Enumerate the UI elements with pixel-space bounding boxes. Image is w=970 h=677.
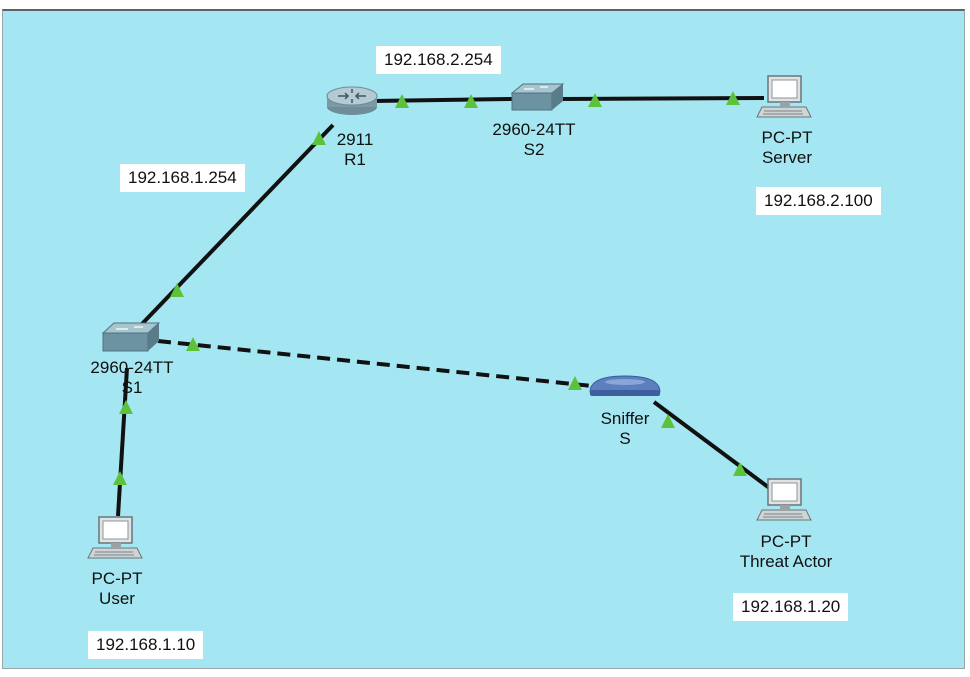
device-name: S2 [523,140,545,159]
device-model: 2911 [336,130,374,149]
link-r1-s1[interactable] [138,123,335,328]
ip-note-server[interactable]: 192.168.2.100 [756,187,881,215]
device-model: 2960-24TT [492,120,576,139]
link-up-marker [568,376,582,390]
router-icon[interactable] [326,86,378,115]
switch-s1-label: 2960-24TT S1 [90,358,173,398]
link-up-marker [661,414,675,428]
device-model: PC-PT [91,569,143,588]
link-sniffer-threat-actor[interactable] [652,400,774,492]
device-name: Server [761,148,813,167]
link-up-marker [464,94,478,108]
switch-icon[interactable] [101,322,161,352]
sniffer-label: Sniffer S [601,409,650,449]
link-up-marker [395,94,409,108]
user-label: PC-PT User [92,569,143,609]
link-up-marker [113,471,127,485]
device-name: S [619,429,631,448]
link-up-marker [726,91,740,105]
link-up-marker [186,337,200,351]
link-s1-sniffer[interactable] [157,339,593,388]
link-up-marker [588,93,602,107]
pc-icon[interactable] [87,516,143,559]
link-up-marker [733,462,747,476]
router-r1-label: 2911 R1 [337,130,374,170]
pc-icon[interactable] [756,75,812,118]
device-model: 2960-24TT [90,358,174,377]
ip-note-r1-lan1[interactable]: 192.168.1.254 [120,164,245,192]
link-up-marker [119,400,133,414]
link-s1-user[interactable] [116,367,129,517]
server-label: PC-PT Server [762,128,813,168]
ip-note-r1-lan2[interactable]: 192.168.2.254 [376,46,501,74]
workspace-area[interactable] [2,9,965,669]
link-up-marker [312,131,326,145]
threat-actor-label: PC-PT Threat Actor [740,532,833,572]
device-name: R1 [344,150,366,169]
pc-icon[interactable] [756,478,812,521]
sniffer-icon[interactable] [589,375,661,396]
ip-note-threat-actor[interactable]: 192.168.1.20 [733,593,849,621]
switch-s2-label: 2960-24TT S2 [492,120,575,160]
device-model: Sniffer [600,409,650,428]
link-r1-s2[interactable] [371,97,513,103]
link-up-marker [170,283,184,297]
device-name: S1 [121,378,143,397]
device-model: PC-PT [760,532,812,551]
device-name: Threat Actor [739,552,833,571]
device-name: User [99,589,135,608]
device-model: PC-PT [761,128,813,147]
switch-icon[interactable] [510,83,565,111]
ip-note-user[interactable]: 192.168.1.10 [88,631,204,659]
